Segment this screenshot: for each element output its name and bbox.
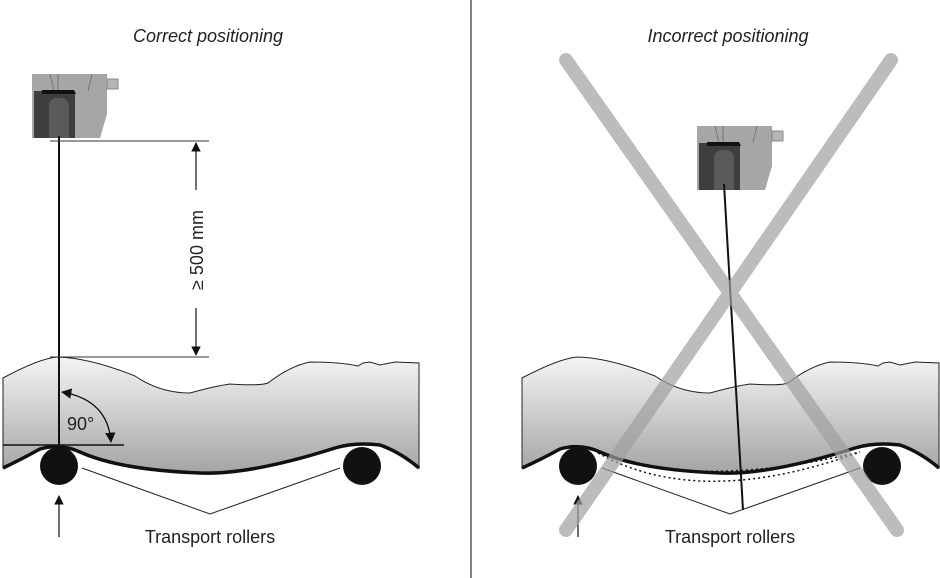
transport-roller: [863, 447, 901, 485]
transport-roller: [40, 447, 78, 485]
rollers-label-left: Transport rollers: [145, 527, 275, 547]
angle-label: 90°: [67, 414, 94, 434]
sensor-correct: [31, 73, 119, 139]
incorrect-positioning-panel: Incorrect positioning Transport rollers: [521, 26, 940, 547]
correct-title: Correct positioning: [133, 26, 283, 46]
transport-roller: [559, 447, 597, 485]
cross-out-mark: [559, 53, 904, 537]
rollers-label-right: Transport rollers: [665, 527, 795, 547]
distance-label: ≥ 500 mm: [187, 210, 207, 290]
incorrect-title: Incorrect positioning: [647, 26, 808, 46]
correct-positioning-panel: Correct positioning ≥ 500 mm 90° Transpo…: [2, 26, 421, 547]
transport-roller: [343, 447, 381, 485]
angle-arrow: [60, 388, 116, 444]
sensor-incorrect: [696, 125, 784, 191]
light-beam: [723, 183, 744, 511]
